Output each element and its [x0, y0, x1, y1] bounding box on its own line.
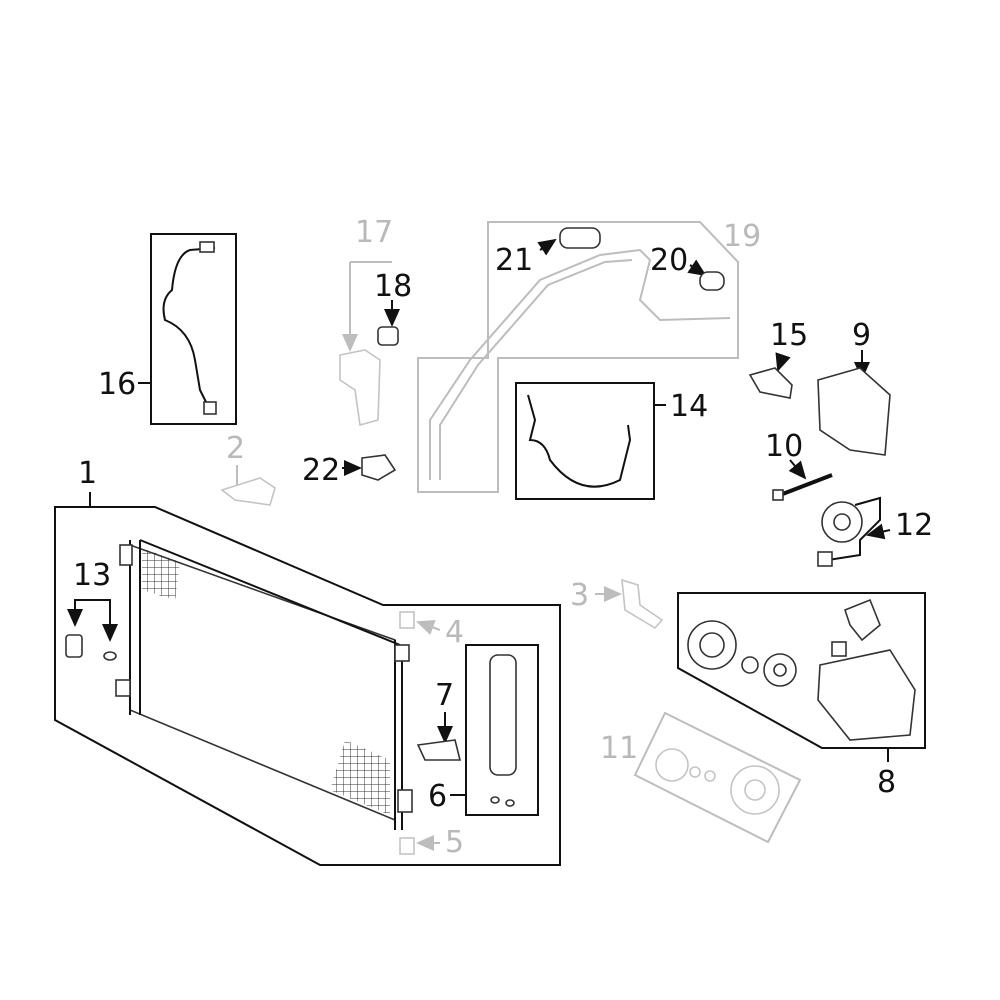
suction-hose-box: [515, 382, 666, 500]
pressure-switch-part: [65, 599, 118, 661]
callout-6: 6: [428, 779, 447, 814]
bolt-10-part: [772, 459, 833, 501]
callout-14: 14: [670, 389, 708, 424]
callout-17: 17: [355, 215, 393, 250]
callout-18: 18: [374, 269, 412, 304]
bracket-17-part: [339, 261, 392, 427]
callout-21: 21: [495, 243, 533, 278]
condenser-group-box: [54, 492, 561, 866]
discharge-hose-box: [138, 233, 237, 425]
callout-16: 16: [98, 367, 136, 402]
callout-9: 9: [852, 318, 871, 353]
callout-8: 8: [877, 765, 896, 800]
callout-22: 22: [302, 453, 340, 488]
callout-10: 10: [765, 429, 803, 464]
bracket-22-part: [342, 454, 397, 481]
callout-19: 19: [723, 219, 761, 254]
bracket-2-part: [220, 465, 276, 506]
bracket-9-part: [817, 350, 891, 456]
bolt-4-part: [399, 611, 441, 635]
bracket-3-part: [595, 578, 664, 630]
callout-12: 12: [895, 508, 933, 543]
receiver-dryer-box: [450, 644, 539, 816]
callout-20: 20: [650, 243, 688, 278]
callout-7: 7: [435, 678, 454, 713]
callout-13: 13: [73, 558, 111, 593]
suction-pipe-box: [417, 221, 739, 493]
callout-3: 3: [570, 578, 589, 613]
bolt-5-part: [399, 835, 440, 855]
nut-18-part: [377, 300, 400, 346]
callout-4: 4: [445, 615, 464, 650]
condenser-part: [115, 539, 413, 830]
sensor-15-part: [748, 352, 793, 399]
callout-5: 5: [445, 825, 464, 860]
callout-11: 11: [600, 731, 638, 766]
field-coil-12-part: [817, 496, 891, 567]
oring-20-part: [687, 259, 725, 291]
fitting-21-part: [537, 227, 601, 256]
dryer-bracket-part: [416, 712, 462, 761]
clutch-11-box: [633, 711, 802, 844]
callout-1: 1: [78, 456, 97, 491]
compressor-box: [677, 592, 926, 762]
callout-15: 15: [770, 318, 808, 353]
callout-2: 2: [226, 431, 245, 466]
